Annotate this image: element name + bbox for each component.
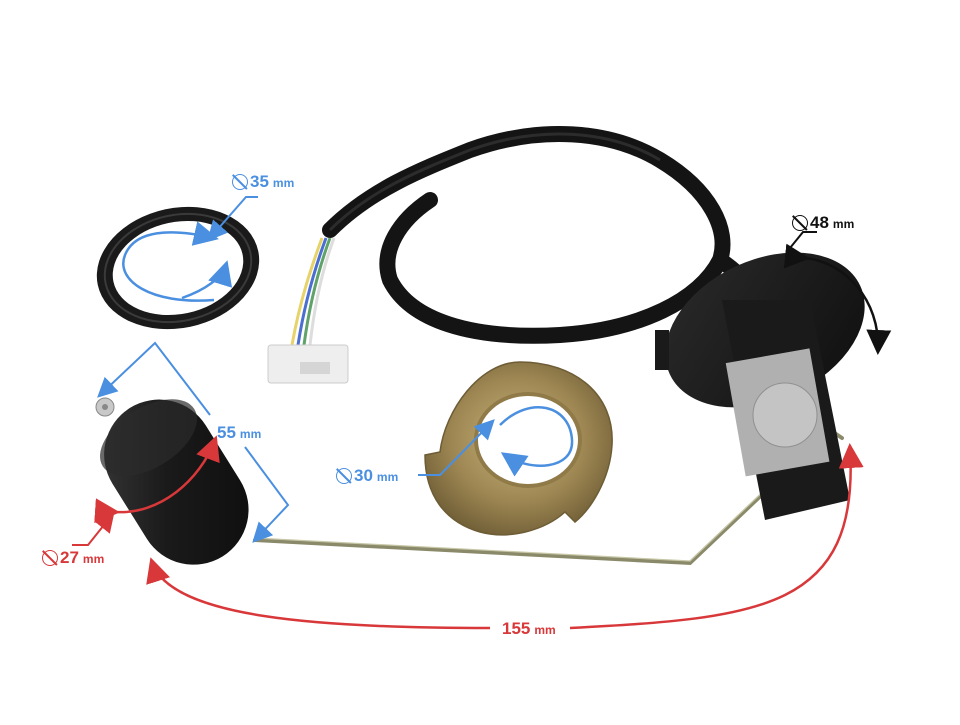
diameter-icon	[42, 550, 58, 566]
arm-length-value: 155	[502, 619, 531, 638]
diameter-icon	[232, 174, 248, 190]
lock-ring-diameter-value: 30	[354, 466, 373, 485]
rubber-sealing-ring	[96, 206, 260, 330]
diameter-icon	[336, 468, 352, 484]
float-length-label: 55 mm	[217, 423, 261, 443]
arm-length-unit: mm	[534, 623, 556, 637]
float-length-value: 55	[217, 423, 236, 442]
seal-diameter-value: 35	[250, 172, 269, 191]
flange-diameter-label: 48 mm	[792, 213, 854, 233]
arm-length-label: 155 mm	[502, 619, 556, 639]
white-connector	[267, 344, 349, 384]
seal-diameter-unit: mm	[272, 176, 295, 190]
float-length-annotation	[97, 341, 290, 543]
brass-locking-ring	[424, 361, 613, 536]
flange-diameter-unit: mm	[832, 217, 855, 231]
flange-diameter-annotation	[783, 231, 892, 355]
float-diameter-label: 27 mm	[42, 548, 104, 568]
float	[95, 397, 249, 565]
float-diameter-unit: mm	[82, 552, 105, 566]
seal-diameter-label: 35 mm	[232, 172, 294, 192]
lock-ring-diameter-label: 30 mm	[336, 466, 398, 486]
lock-ring-diameter-annotation	[418, 406, 574, 477]
float-length-unit: mm	[239, 427, 262, 441]
seal-diameter-annotation	[122, 196, 258, 302]
diameter-icon	[792, 215, 808, 231]
float-diameter-value: 27	[60, 548, 79, 567]
arm-length-annotation	[146, 443, 864, 630]
flange-diameter-value: 48	[810, 213, 829, 232]
lock-ring-diameter-unit: mm	[376, 470, 399, 484]
sender-unit-flange	[655, 252, 865, 520]
float-diameter-annotation	[72, 435, 220, 546]
